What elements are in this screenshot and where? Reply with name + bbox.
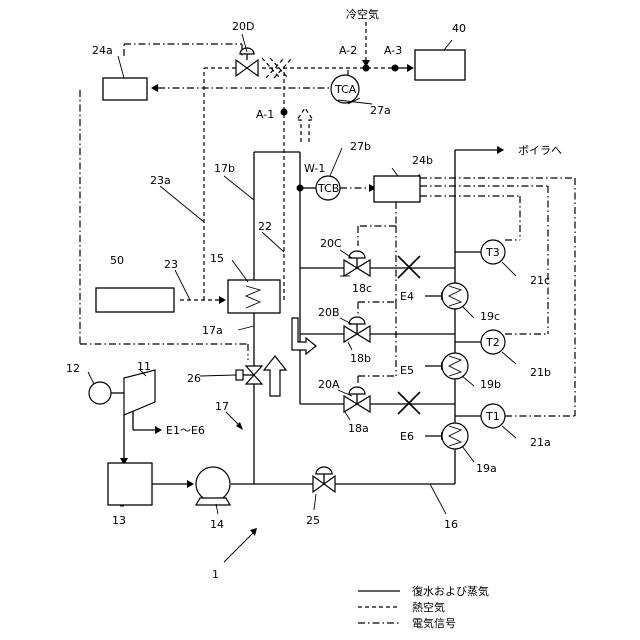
sensor-tca: TCA: [331, 75, 359, 103]
label-valve-20d: 20D: [232, 20, 254, 33]
sensor-t3-label: T3: [485, 246, 500, 259]
label-e5: E5: [400, 364, 414, 377]
heater-19c: [442, 283, 468, 309]
label-e6: E6: [400, 430, 414, 443]
sensor-t1: T1: [455, 404, 505, 428]
legend-dashed: 熱空気: [412, 600, 445, 614]
label-e4: E4: [400, 290, 414, 303]
label-ref-21b: 21b: [530, 366, 551, 379]
valve-25: [313, 467, 335, 492]
signal-lines: [80, 44, 575, 416]
label-branch-18a: 18a: [348, 422, 369, 435]
closed-marker-18c: [398, 256, 420, 278]
label-sensor-27a: 27a: [370, 104, 391, 117]
sensor-t2: T2: [455, 330, 505, 354]
label-ref-21c: 21c: [530, 274, 550, 287]
label-valve-25: 25: [306, 514, 320, 527]
valve-20a: [344, 387, 370, 412]
unit-40: [415, 50, 465, 80]
label-point-w1: W-1: [304, 162, 325, 175]
label-line-16: 16: [444, 518, 458, 531]
label-cold-air: 冷空気: [346, 7, 379, 21]
heater-19a: [442, 423, 468, 449]
label-to-boiler: ボイラへ: [518, 144, 562, 157]
label-unit-40: 40: [452, 22, 466, 35]
label-line-23: 23: [164, 258, 178, 271]
label-system: 1: [212, 568, 219, 581]
flow-valve-26: [236, 366, 262, 384]
label-valve-20c: 20C: [320, 237, 342, 250]
controller-24b: [374, 176, 420, 202]
sensor-tcb: TCB: [300, 176, 340, 200]
label-heater-19b: 19b: [480, 378, 501, 391]
label-branch-18c: 18c: [352, 282, 372, 295]
generator: [89, 382, 124, 404]
label-point-a3: A-3: [384, 44, 402, 57]
pump: [196, 467, 230, 505]
label-generator: 12: [66, 362, 80, 375]
label-controller-24a: 24a: [92, 44, 113, 57]
label-branch-18b: 18b: [350, 352, 371, 365]
label-unit-50: 50: [110, 254, 124, 267]
label-line-22: 22: [258, 220, 272, 233]
sensor-t2-label: T2: [485, 336, 500, 349]
legend-solid: 復水および蒸気: [412, 584, 489, 598]
label-controller-24b: 24b: [412, 154, 433, 167]
unit-50: [96, 288, 174, 312]
label-point-a1: A-1: [256, 108, 274, 121]
label-line-23a: 23a: [150, 174, 171, 187]
heater-19b: [442, 353, 468, 379]
label-valve-20a: 20A: [318, 378, 340, 391]
label-line-17b: 17b: [214, 162, 235, 175]
label-pump: 14: [210, 518, 224, 531]
valve-20b: [344, 317, 370, 342]
sensor-t3: T3: [455, 240, 505, 264]
flow-direction-arrow: [264, 356, 286, 396]
sensor-t1-label: T1: [485, 410, 500, 423]
label-flow-valve: 26: [187, 372, 201, 385]
label-sensor-27b: 27b: [350, 140, 371, 153]
label-condenser: 13: [112, 514, 126, 527]
label-heater-19a: 19a: [476, 462, 497, 475]
valve-20d: [236, 48, 258, 76]
label-outputs: E1～E6: [166, 424, 205, 437]
closed-marker-18a: [398, 392, 420, 414]
turbine: [124, 370, 155, 415]
sensor-tcb-label: TCB: [317, 182, 339, 195]
label-turbine: 11: [137, 360, 151, 373]
branch-flow-arrow: [292, 318, 316, 354]
label-line-17a: 17a: [202, 324, 223, 337]
sensor-tca-label: TCA: [334, 83, 357, 96]
label-heat-exchanger: 15: [210, 252, 224, 265]
heat-exchanger-15: [228, 280, 280, 313]
label-heater-19c: 19c: [480, 310, 500, 323]
label-valve-20b: 20B: [318, 306, 340, 319]
label-line-17: 17: [215, 400, 229, 413]
legend-dashdot: 電気信号: [412, 616, 456, 630]
controller-24a: [103, 78, 147, 100]
legend: 復水および蒸気 熱空気 電気信号: [358, 584, 489, 630]
label-point-a2: A-2: [339, 44, 357, 57]
condenser: [108, 463, 152, 505]
label-ref-21a: 21a: [530, 436, 551, 449]
